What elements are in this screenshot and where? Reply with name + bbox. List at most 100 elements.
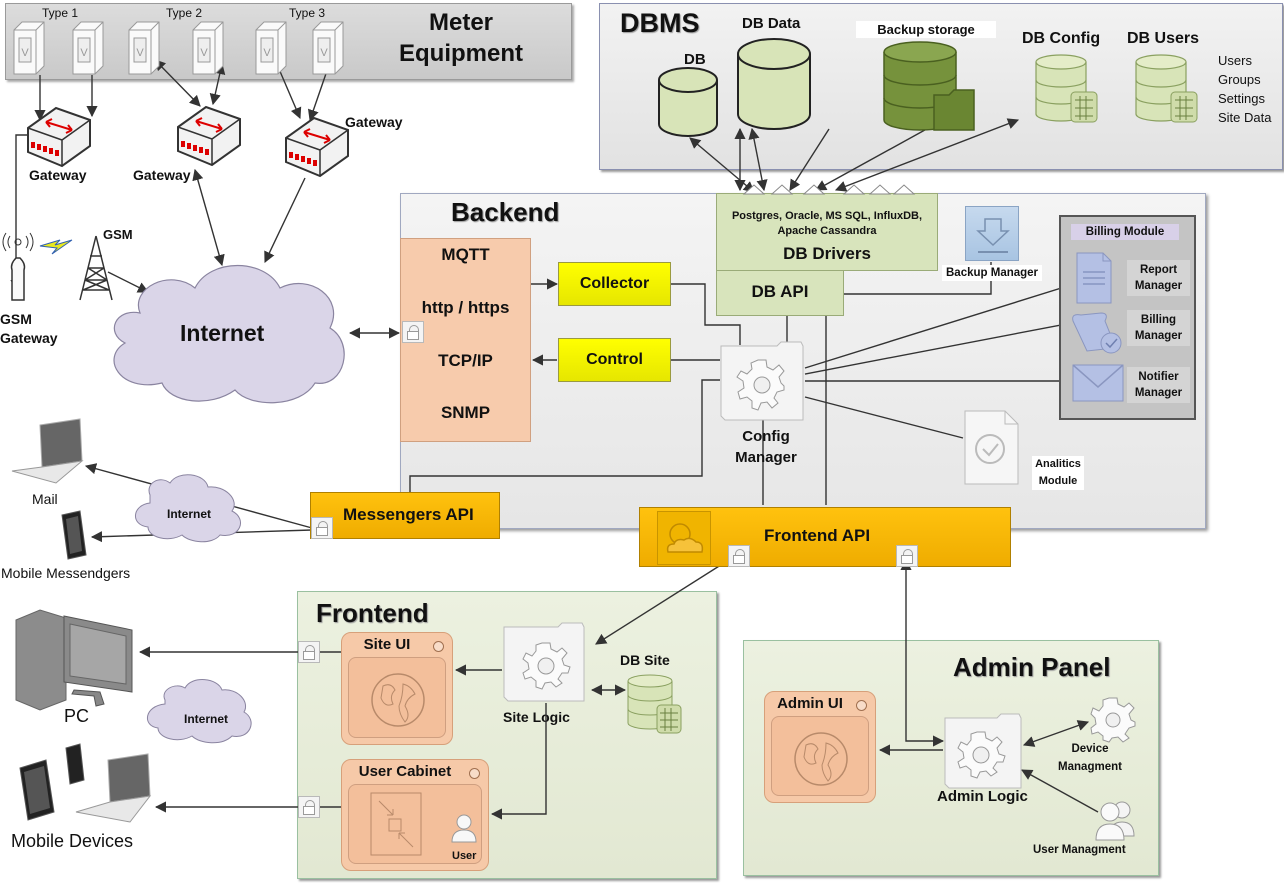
protocol-tcpip: TCP/IP (438, 351, 493, 370)
download-icon (976, 218, 1010, 253)
tablet-icon (19, 759, 55, 821)
cloud-icon (147, 679, 252, 744)
device-management-label: Device Managment (1058, 743, 1122, 773)
report-manager-label: Report Manager (1127, 260, 1190, 296)
messengers-api-label: Messengers API (343, 505, 474, 524)
connector-triangle (742, 184, 766, 195)
mail-label: Mail (32, 491, 58, 507)
lock-icon (728, 545, 750, 567)
lock-icon (402, 321, 424, 343)
laptop-icon (75, 753, 152, 823)
user-management-icon[interactable] (1092, 796, 1142, 846)
site-ui-title: Site UI (363, 636, 411, 653)
lock-icon (298, 641, 320, 663)
collector-box[interactable]: Collector (558, 262, 671, 306)
lock-icon (311, 517, 333, 539)
backup-storage-label: Backup storage (856, 21, 996, 38)
site-logic-icon[interactable] (502, 621, 592, 706)
internet-main-label: Internet (180, 320, 265, 346)
dbms-title: DBMS (620, 8, 700, 38)
gear-icon (736, 359, 785, 411)
gsm-gateway-label: GSM Gateway (0, 311, 58, 346)
billing-module-title: Billing Module (1071, 224, 1179, 240)
site-ui-card[interactable]: Site UI (341, 632, 453, 745)
user-label: User (452, 850, 477, 862)
admin-logic-icon[interactable] (943, 712, 1033, 792)
connector-triangle (770, 184, 794, 195)
backup-manager-label: Backup Manager (942, 265, 1043, 281)
db-api-block[interactable]: DB API (716, 270, 844, 316)
connector-triangle (868, 184, 892, 195)
db-site-icon (627, 674, 682, 734)
db-api-label: DB API (751, 282, 809, 301)
scroll-check-icon (1072, 312, 1122, 354)
user-cabinet-card[interactable]: User Cabinet User (341, 759, 489, 871)
db-drivers-block[interactable]: Postgres, Oracle, MS SQL, InfluxDB, Apac… (716, 193, 938, 271)
protocol-snmp: SNMP (440, 403, 491, 422)
connector-triangle (842, 184, 866, 195)
admin-logic-label: Admin Logic (937, 788, 1028, 805)
internet-cloud (113, 264, 345, 404)
billing-icons (1072, 252, 1124, 402)
cloud-icon (113, 264, 345, 404)
config-manager-label: Config Manager (735, 428, 797, 466)
pc-icon (15, 609, 133, 711)
cabinet-icon (370, 792, 422, 856)
protocol-http: http / https (421, 298, 510, 317)
db-config-icon (1035, 54, 1098, 123)
config-manager-icon[interactable] (717, 340, 807, 425)
frontend-title: Frontend (316, 598, 429, 628)
status-dot (433, 641, 444, 652)
document-icon (1076, 252, 1112, 304)
gateway-label-2: Gateway (133, 167, 191, 183)
user-icon (451, 814, 477, 843)
messengers-api-box[interactable]: Messengers API (310, 492, 500, 539)
meter-equipment-title: Meter Equipment (399, 9, 523, 67)
site-logic-label: Site Logic (503, 709, 570, 725)
smartphone-icon (61, 510, 87, 560)
frontend-api-box[interactable]: Frontend API (639, 507, 1011, 567)
db-users-icon (1135, 54, 1198, 123)
gear-icon (522, 642, 571, 690)
globe-icon (371, 673, 425, 727)
db-site-label: DB Site (620, 652, 670, 668)
control-box[interactable]: Control (558, 338, 671, 382)
db-data-label: DB Data (742, 15, 801, 32)
weather-cloud-icon (657, 511, 711, 565)
backup-manager-icon[interactable] (965, 206, 1019, 261)
meter-type-2-label: Type 2 (166, 6, 203, 20)
billing-module-panel: Billing Module Report Manager Billing Ma… (1059, 215, 1196, 420)
billing-manager-label: Billing Manager (1127, 310, 1190, 346)
cell-tower-icon (79, 235, 113, 301)
admin-ui-card[interactable]: Admin UI (764, 691, 876, 803)
analytics-document-icon[interactable] (963, 409, 1023, 487)
user-cabinet-title: User Cabinet (358, 763, 452, 780)
meter-type-3-label: Type 3 (289, 6, 326, 20)
admin-ui-title: Admin UI (777, 695, 843, 712)
mobile-devices-label: Mobile Devices (11, 831, 134, 851)
connector-triangle (892, 184, 916, 195)
gateway-label-3: Gateway (345, 114, 403, 130)
clients-internet-label: Internet (184, 712, 229, 726)
db-users-label: DB Users (1127, 30, 1200, 47)
lock-icon (896, 545, 918, 567)
messenger-internet-label: Internet (167, 507, 212, 521)
client-devices (15, 609, 252, 823)
admin-panel-title: Admin Panel (953, 652, 1111, 682)
antenna-icon (2, 232, 34, 301)
envelope-icon (1072, 364, 1124, 402)
lock-icon (298, 796, 320, 818)
db-drivers-label: DB Drivers (783, 244, 871, 263)
status-dot (856, 700, 867, 711)
user-management-label: User Managment (1033, 844, 1126, 856)
gateway-label-1: Gateway (29, 167, 87, 183)
laptop-icon (11, 418, 84, 484)
backup-storage-icon (883, 41, 975, 131)
gateway-switch-icon (285, 117, 349, 177)
device-management-icon[interactable] (1088, 693, 1138, 743)
meter-type-1-label: Type 1 (42, 6, 79, 20)
db-label: DB (684, 51, 706, 68)
db-users-contents: Users Groups Settings Site Data (1218, 53, 1272, 125)
gateway-switch-icon (177, 106, 241, 166)
pc-label: PC (64, 706, 90, 726)
